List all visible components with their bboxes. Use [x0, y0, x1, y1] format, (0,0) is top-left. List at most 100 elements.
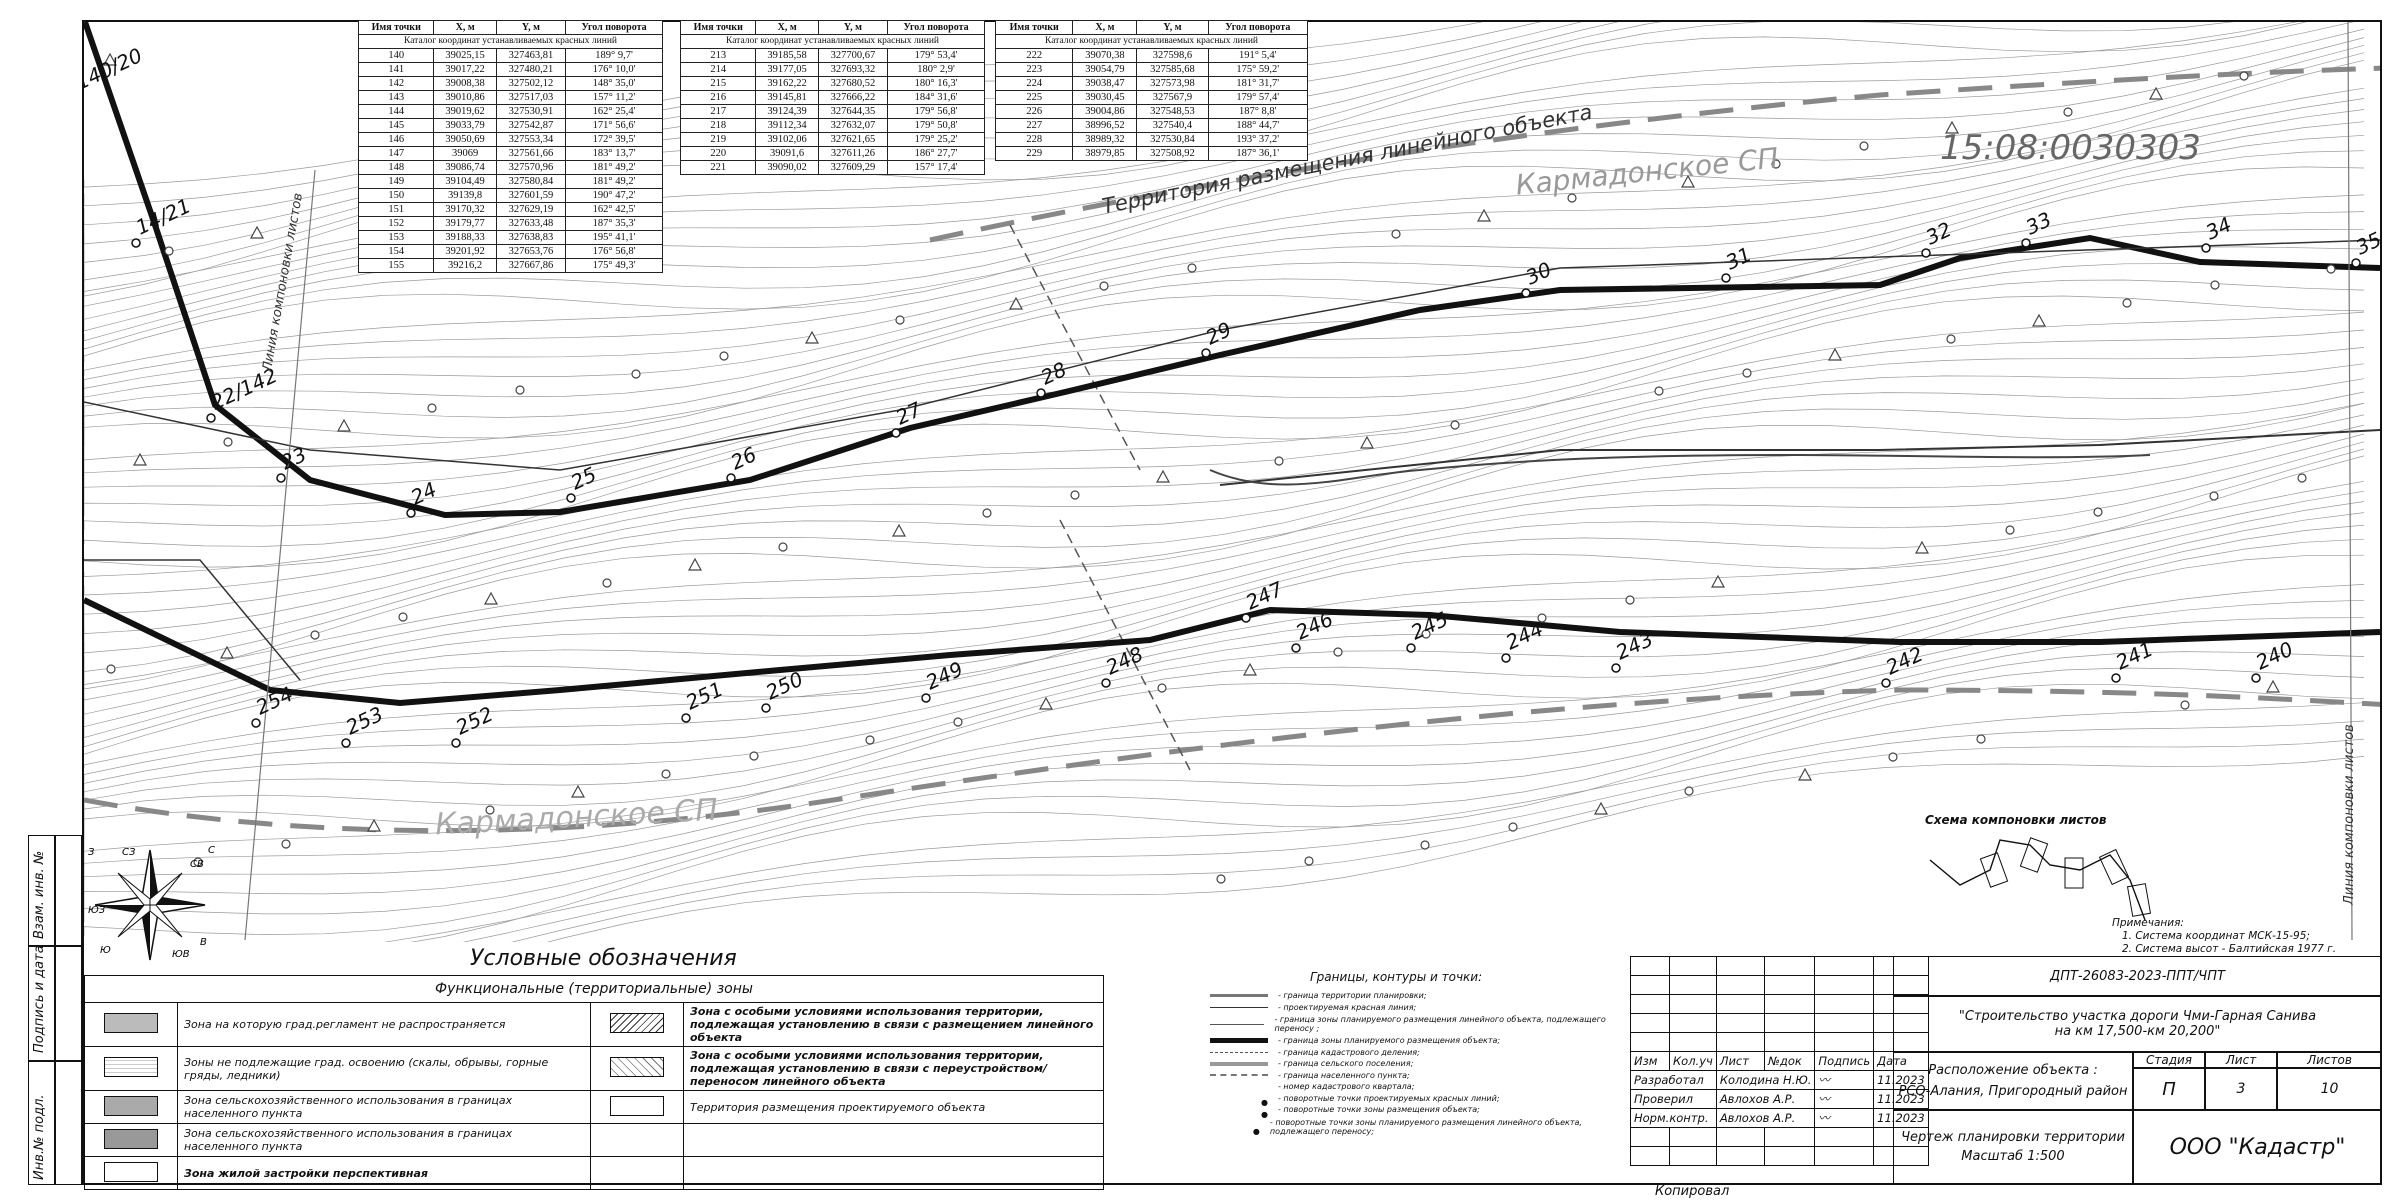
table-cell: 146 [357, 132, 435, 147]
survey-marker [1157, 683, 1167, 693]
table-cell: 141 [357, 62, 435, 77]
survey-marker [398, 612, 408, 622]
turning-point-marker [1521, 288, 1531, 298]
zone-label-3: Зона сельскохозяйственного использования… [177, 1090, 591, 1124]
hdr-date: Дата [1873, 1051, 1929, 1071]
note-2: 2. Система высот - Балтийская 1977 г. [2122, 943, 2337, 955]
survey-markers [102, 52, 2336, 884]
survey-marker [891, 523, 907, 537]
drawing-title: Чертеж планировки территории [1901, 1130, 2125, 1145]
table-cell: 327585,68 [1136, 62, 1209, 77]
survey-marker [1914, 540, 1930, 554]
turning-point-marker [1291, 643, 1301, 653]
table-cell: 39112,34 [755, 118, 819, 133]
table-cell: 39086,74 [433, 160, 497, 175]
sheets-label: Листов [2277, 1052, 2382, 1068]
compass-ne: СВ [190, 859, 204, 870]
survey-marker [749, 751, 759, 761]
contour-line [84, 651, 2365, 922]
boundary-item-8: - номер кадастрового квартала; [1278, 1082, 1415, 1092]
survey-marker [1274, 456, 1284, 466]
table-cell: 327463,81 [495, 48, 567, 63]
contour-line [84, 295, 2365, 568]
table-cell: 39010,86 [433, 90, 497, 105]
survey-marker [1187, 263, 1197, 273]
survey-marker [1391, 229, 1401, 239]
table-cell: 327567,9 [1136, 90, 1209, 105]
contour-line [84, 87, 2365, 376]
survey-marker [1420, 840, 1430, 850]
table-cell: 189° 9,7' [565, 48, 663, 63]
table-cell: 219 [679, 132, 757, 147]
table-cell: 39188,33 [433, 230, 497, 245]
contour-line [84, 363, 2365, 634]
table-cell: 38979,85 [1072, 146, 1138, 161]
turning-point-marker [566, 493, 576, 503]
name-1: Колодина Н.Ю. [1715, 1070, 1816, 1090]
zone-swatch-r1 [610, 1013, 664, 1033]
col-point: Имя точки [357, 20, 435, 35]
table-cell: 187° 8,8' [1207, 104, 1309, 119]
table-cell: 157° 11,2' [565, 90, 663, 105]
title-block: Изм Кол.уч Лист №док Подпись Дата Разраб… [1630, 956, 2382, 1186]
survey-marker [1946, 334, 1956, 344]
col-point: Имя точки [994, 20, 1074, 35]
contour-line [84, 121, 2365, 418]
compass-e: В [200, 937, 207, 948]
lower-point-label: 248 [1102, 642, 1147, 680]
turning-point-marker [341, 738, 351, 748]
survey-marker [2209, 491, 2219, 501]
contour-line [84, 263, 2365, 530]
table-cell: 148° 35,0' [565, 76, 663, 91]
turning-point-marker [1921, 248, 1931, 258]
table-cell: 327700,67 [817, 48, 889, 63]
contour-line [84, 402, 2365, 690]
compass-sw: ЮЗ [88, 905, 106, 916]
table-cell: 220 [679, 146, 757, 161]
lower-point-label: 249 [922, 657, 967, 695]
contour-line [84, 554, 2365, 852]
table-cell: 218 [679, 118, 757, 133]
turning-point-marker [1101, 678, 1111, 688]
table-cell: 215 [679, 76, 757, 91]
boundary-item-11: - поворотные точки зоны планируемого раз… [1269, 1117, 1582, 1136]
contour-line [84, 279, 2365, 547]
survey-marker [485, 805, 495, 815]
table-cell: 39102,06 [755, 132, 819, 147]
contour-line [84, 584, 2365, 866]
col-y: Y, м [1136, 20, 1209, 35]
survey-marker [895, 315, 905, 325]
survey-marker [953, 717, 963, 727]
contour-line [84, 378, 2365, 654]
table-cell: 327561,66 [495, 146, 567, 161]
legend: Функциональные (территориальные) зоны Зо… [84, 975, 1104, 1190]
table-cell: 327540,4 [1136, 118, 1209, 133]
table-cell: 39201,92 [433, 244, 497, 259]
table-cell: 327644,35 [817, 104, 889, 119]
upper-point-label: 33 [2022, 207, 2055, 240]
hdr-kolich: Кол.уч [1669, 1051, 1717, 1071]
survey-marker [1216, 874, 1226, 884]
turning-point-marker [1036, 388, 1046, 398]
survey-marker [1008, 296, 1024, 310]
table-cell: 327517,03 [495, 90, 567, 105]
contour-line [84, 617, 2365, 894]
table-cell: 144 [357, 104, 435, 119]
table-cell: 171° 56,6' [565, 118, 663, 133]
contour-line [84, 98, 2365, 390]
notes: Примечания: 1. Система координат МСК-15-… [2112, 917, 2336, 956]
table-cell: 327542,87 [495, 118, 567, 133]
lower-point-label: 240 [2252, 637, 2297, 675]
table-cell: 179° 57,4' [1207, 90, 1309, 105]
hdr-sign: Подпись [1814, 1051, 1875, 1071]
table-caption: Каталог координат устанавливаемых красны… [358, 34, 663, 49]
survey-marker [193, 857, 203, 867]
table-cell: 39025,15 [433, 48, 497, 63]
table-cell: 181° 31,7' [1207, 76, 1309, 91]
survey-marker [1070, 490, 1080, 500]
